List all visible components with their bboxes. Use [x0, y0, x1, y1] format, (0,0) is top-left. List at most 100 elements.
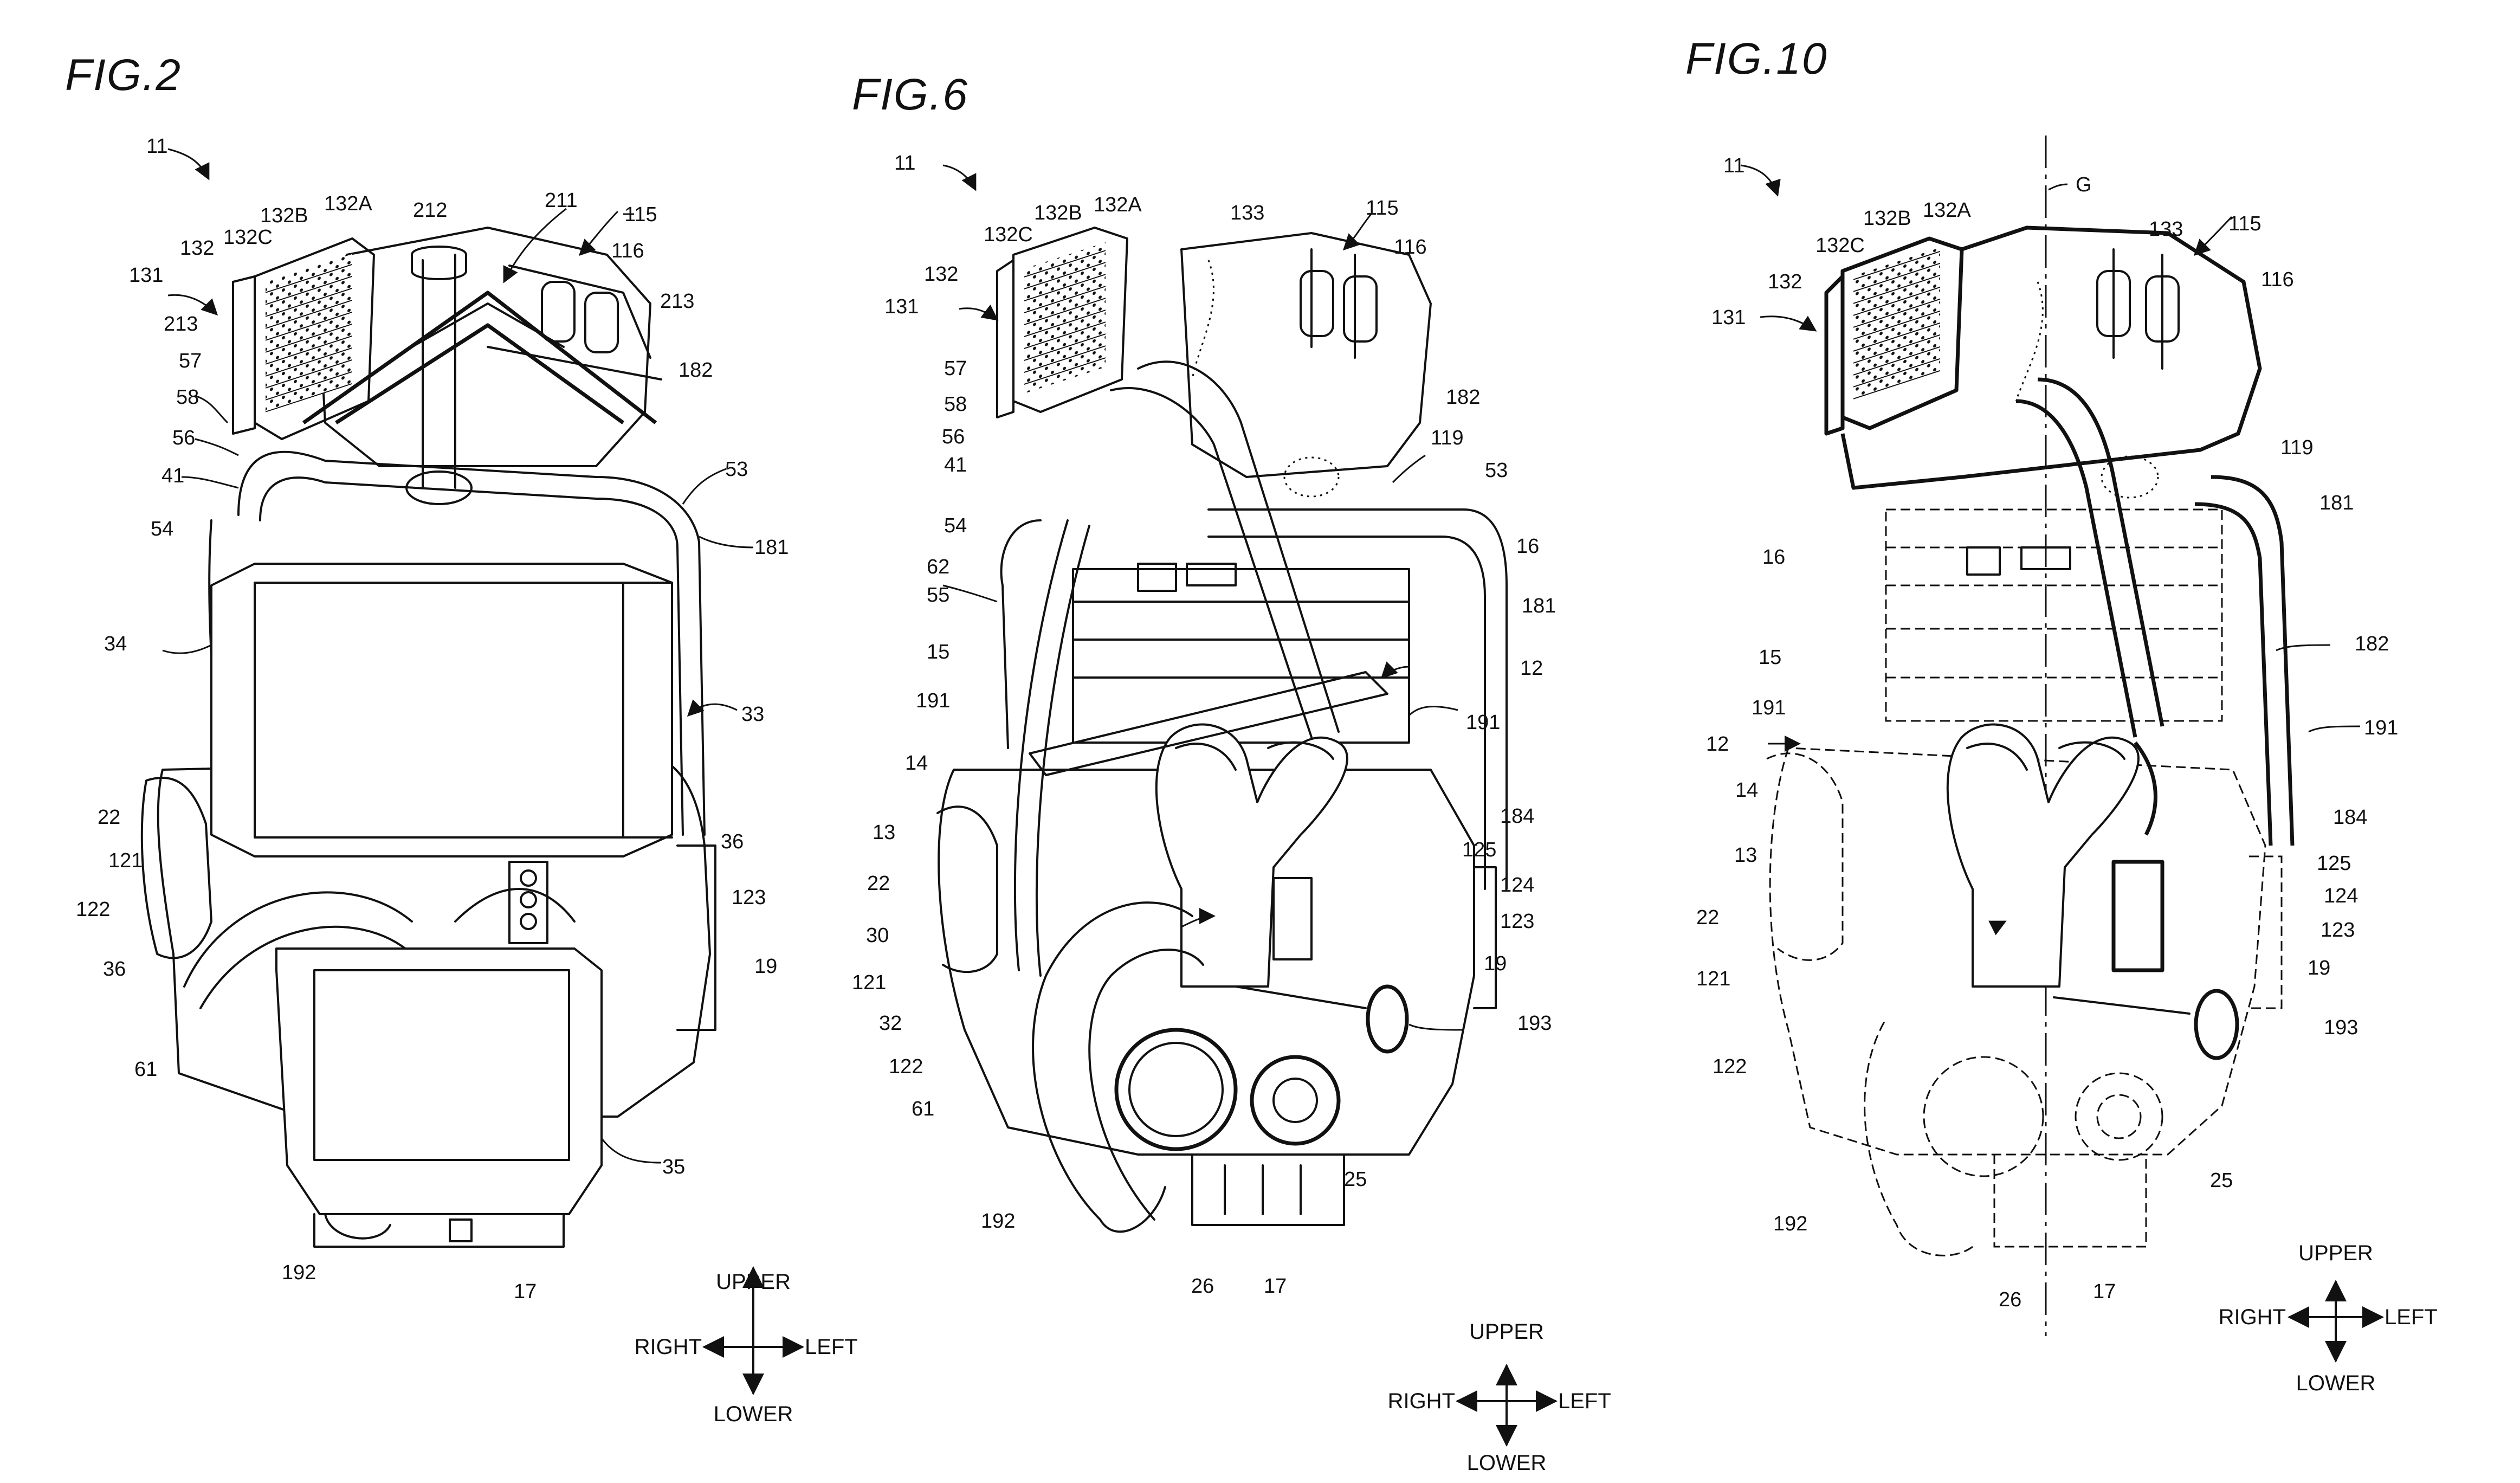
fig2-label: 36: [103, 958, 126, 981]
fig6-label: 30: [866, 924, 889, 947]
fig10-engine-drawing: [1741, 136, 2360, 1336]
direction-right-label: RIGHT: [635, 1335, 702, 1359]
fig10-label: 16: [1762, 546, 1785, 569]
fig6-label: 119: [1431, 427, 1464, 449]
fig2-label: 123: [732, 886, 766, 909]
fig10-label: 15: [1759, 646, 1781, 669]
fig10-label: 131: [1711, 306, 1746, 329]
fig6-label: 181: [1522, 595, 1556, 617]
fig6-label: 122: [889, 1055, 923, 1078]
fig2-engine-drawing: [142, 149, 753, 1247]
fig10-label: 121: [1696, 968, 1730, 990]
fig6-label: 22: [867, 872, 890, 895]
fig2-label: 33: [741, 703, 764, 726]
fig6-label: 193: [1517, 1012, 1552, 1035]
fig2-label: 35: [662, 1156, 685, 1178]
fig2-label: 212: [413, 199, 447, 222]
fig6-label: 132C: [984, 223, 1033, 246]
fig6-label: 191: [1466, 711, 1500, 734]
fig2-label: 53: [725, 458, 748, 481]
fig10-label: 182: [2355, 633, 2389, 655]
fig2-label: 17: [514, 1280, 537, 1303]
fig6-label: 131: [884, 295, 919, 318]
fig2-label: 34: [104, 633, 127, 655]
fig2-label: 211: [545, 189, 578, 212]
fig2-label: 132B: [260, 204, 308, 227]
fig6-label: 32: [879, 1012, 902, 1035]
fig10-label: 191: [1752, 697, 1786, 719]
fig10-label: 193: [2324, 1016, 2358, 1039]
direction-lower-label: LOWER: [714, 1402, 793, 1426]
fig6-label: 133: [1230, 202, 1264, 224]
fig2-label: 115: [624, 203, 657, 226]
fig10-label: 132A: [1923, 199, 1971, 222]
fig10-label: 11: [1723, 154, 1744, 177]
fig2-label: 192: [282, 1261, 316, 1284]
fig2-label: 132C: [223, 226, 273, 249]
fig6-label: 54: [944, 514, 967, 537]
fig10-label: 124: [2324, 885, 2358, 907]
fig2-label: 54: [151, 518, 173, 540]
direction-left-label: LEFT: [805, 1335, 858, 1359]
fig10-label: 26: [1999, 1288, 2021, 1311]
fig10-label: 12: [1706, 733, 1729, 756]
direction-upper-label: UPPER: [2298, 1241, 2373, 1265]
fig6-label: 15: [927, 641, 949, 663]
fig6-label: 121: [852, 971, 886, 994]
fig6-label: 55: [927, 584, 949, 607]
fig2-label: 182: [679, 359, 713, 382]
direction-right-label: RIGHT: [2219, 1305, 2286, 1329]
fig6-label: 132A: [1094, 194, 1142, 216]
fig6-label: 14: [905, 752, 928, 775]
fig6-label: 19: [1484, 952, 1507, 975]
fig6-label: 61: [912, 1098, 934, 1120]
fig2-label: 132: [180, 237, 214, 260]
fig6-label: 11: [894, 152, 915, 175]
fig6-label: 16: [1516, 535, 1539, 558]
fig10-label: 116: [2261, 268, 2294, 291]
fig6-label: 132: [924, 263, 958, 286]
fig6-label: 182: [1446, 386, 1480, 409]
direction-left-label: LEFT: [1558, 1389, 1611, 1413]
fig6-label: 26: [1191, 1275, 1214, 1298]
fig10-label: 192: [1773, 1213, 1807, 1235]
fig6-label: 192: [981, 1210, 1015, 1233]
fig10-label: 17: [2093, 1280, 2116, 1303]
fig10-direction-indicator: UPPER LOWER RIGHT LEFT: [2219, 1241, 2438, 1395]
fig10-label: 181: [2319, 492, 2354, 514]
fig2-label: 213: [660, 290, 694, 313]
fig6-label: 115: [1366, 197, 1399, 220]
fig6-label: 62: [927, 556, 949, 578]
fig10-label: 125: [2317, 852, 2351, 875]
fig6-direction-indicator: UPPER LOWER RIGHT LEFT: [1388, 1320, 1611, 1475]
fig2-label: 36: [721, 830, 744, 853]
fig10-label: 119: [2280, 436, 2314, 459]
fig6-label: 53: [1485, 459, 1508, 482]
fig6-label: 125: [1462, 839, 1496, 861]
fig10-label: 132C: [1815, 234, 1865, 257]
fig6-label: 56: [942, 425, 965, 448]
fig2-label: 213: [164, 313, 198, 336]
fig2-label: 11: [146, 135, 167, 158]
fig2-label: 58: [176, 386, 199, 409]
fig2-label: 57: [179, 350, 202, 372]
fig2-label: 122: [76, 898, 110, 921]
fig10-label: G: [2076, 173, 2092, 196]
fig10-label: 14: [1735, 779, 1758, 802]
fig2-label: 41: [161, 465, 184, 487]
fig2-label: 22: [98, 806, 120, 829]
direction-upper-label: UPPER: [1469, 1320, 1544, 1344]
fig10-label: 191: [2364, 717, 2398, 739]
fig10-label: 132B: [1863, 207, 1911, 230]
fig10-label: 19: [2308, 957, 2330, 979]
fig10-label: 13: [1734, 844, 1757, 867]
fig6-label: 57: [944, 357, 967, 380]
fig6-label: 13: [873, 821, 895, 844]
fig6-label: 123: [1500, 910, 1534, 933]
fig6-label: 58: [944, 393, 967, 416]
fig6-label: 17: [1264, 1275, 1287, 1298]
fig6-label: 191: [916, 689, 950, 712]
fig6-label: 184: [1500, 805, 1534, 828]
